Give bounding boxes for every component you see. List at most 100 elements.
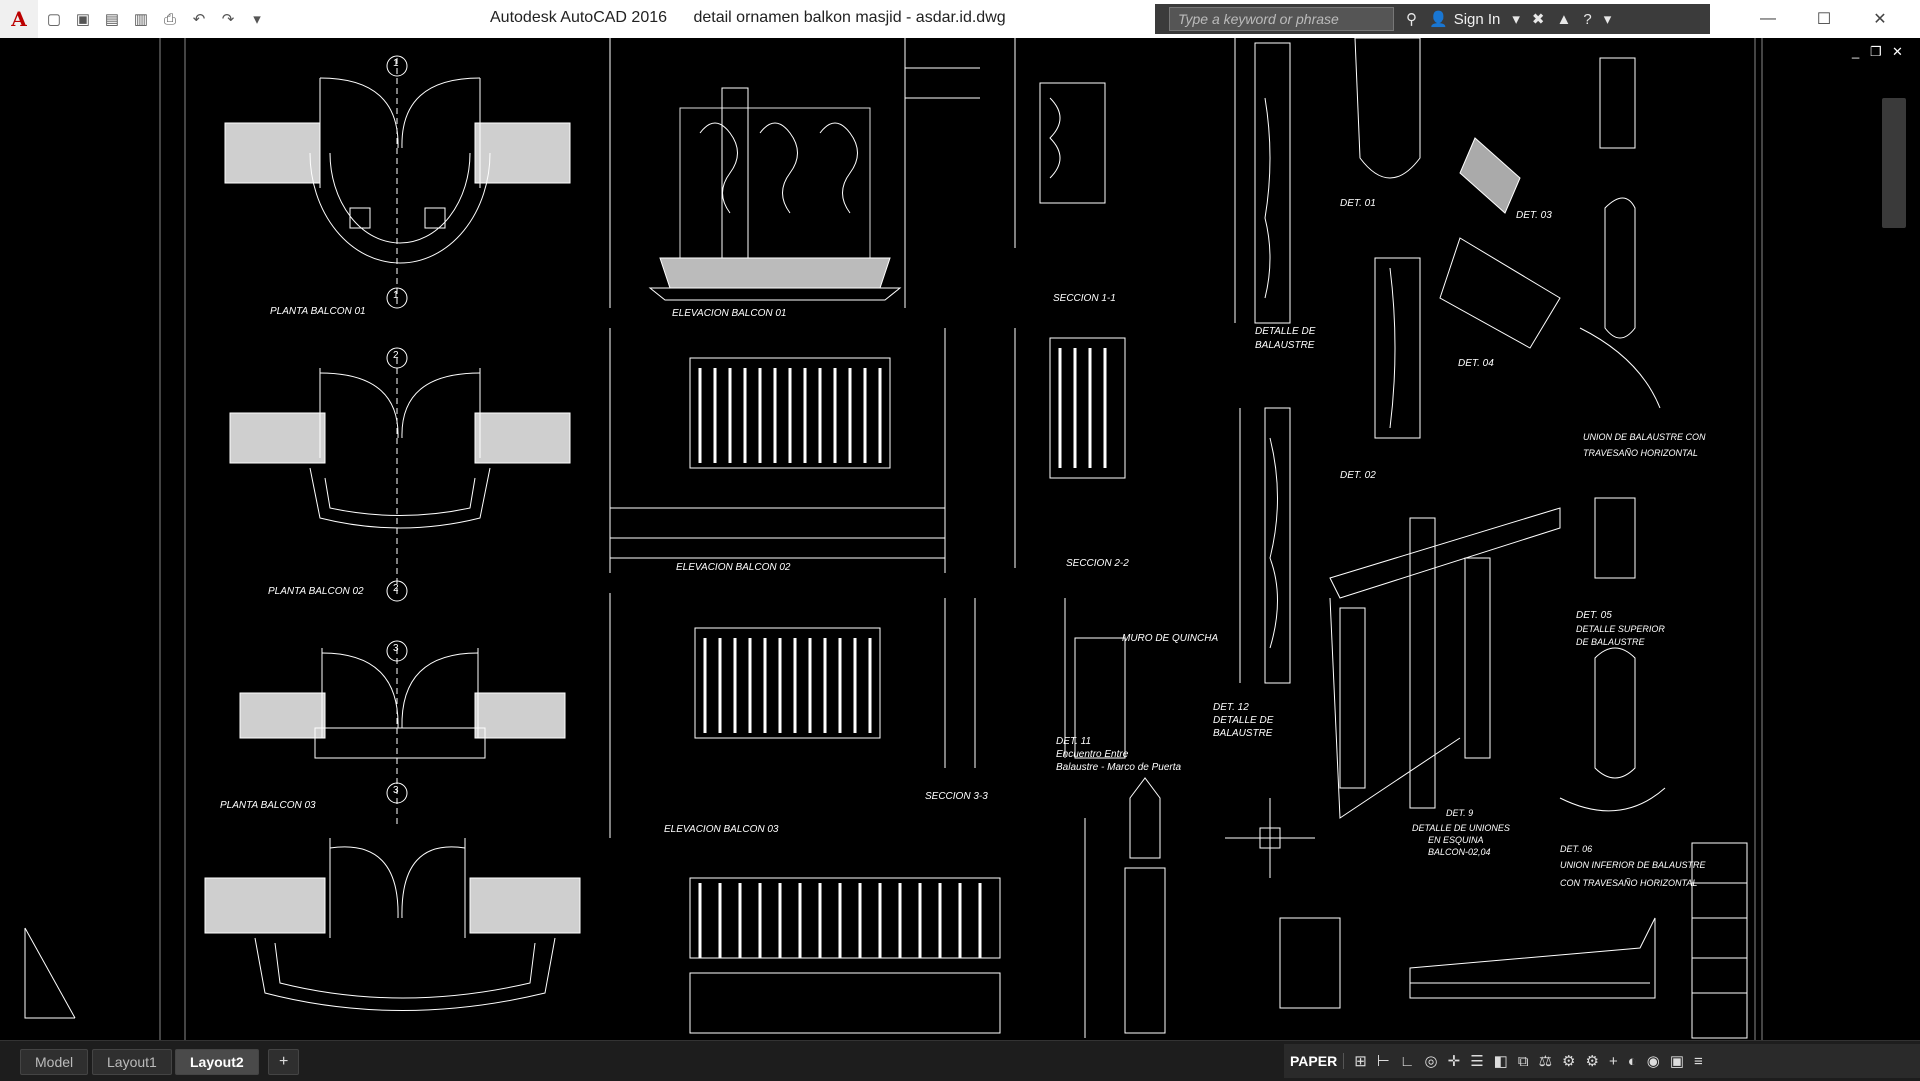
workspace-icon[interactable]: ⚙ <box>1562 1053 1576 1070</box>
label-det-06-c: CON TRAVESAÑO HORIZONTAL <box>1560 878 1698 888</box>
window-title: Autodesk AutoCAD 2016 detail ornamen bal… <box>490 9 1006 27</box>
tab-model[interactable]: Model <box>20 1049 89 1075</box>
title-block <box>1691 842 1748 1039</box>
drawing-canvas[interactable]: _ ❐ ✕ PLANTA BALCON 01 ELEVACION BALCON … <box>0 38 1920 1040</box>
app-menu-icon[interactable]: A <box>0 0 38 38</box>
binoculars-icon[interactable]: ⚲ <box>1406 11 1417 28</box>
save-icon[interactable]: ▤ <box>104 11 120 28</box>
detalle-balaustre-drawing <box>1234 38 1291 684</box>
elevacion-balcon-01-drawing <box>609 38 980 308</box>
planta-balcon-03-drawing <box>239 640 566 828</box>
add-icon[interactable]: + <box>1608 1052 1618 1070</box>
label-det-11-b: Encuentro Entre <box>1056 749 1129 760</box>
scrollbar-thumb[interactable] <box>1882 98 1906 228</box>
autodesk-a360-icon[interactable]: ▲ <box>1556 10 1572 28</box>
section-marker: 1 <box>393 290 399 301</box>
label-det-9-b: DETALLE DE UNIONES <box>1412 823 1510 833</box>
grid-icon[interactable]: ⊞ <box>1354 1053 1367 1070</box>
planta-balcon-04-drawing <box>204 838 581 1011</box>
title-bar: A ▢ ▣ ▤ ▥ ⎙ ↶ ↷ ▾ Autodesk AutoCAD 2016 … <box>0 0 1920 39</box>
status-bar: PAPER ⊞ ⊢ ∟ ◎ ✛ ☰ ◧ ⧉ ⚖ ⚙ ⚙ + ◐ ◉ ▣ ≡ <box>1284 1044 1920 1078</box>
tab-layout1[interactable]: Layout1 <box>92 1049 172 1075</box>
label-det-03: DET. 03 <box>1516 210 1552 221</box>
osnap-icon[interactable]: ✛ <box>1447 1053 1461 1070</box>
label-det-06: DET. 06 <box>1560 844 1593 854</box>
elevacion-balcon-04-drawing <box>689 877 1001 1034</box>
chevron-down-icon[interactable]: ▾ <box>1603 11 1612 28</box>
label-planta-02: PLANTA BALCON 02 <box>268 586 364 597</box>
section-marker: 2 <box>393 583 399 594</box>
label-det-06-b: UNION INFERIOR DE BALAUSTRE <box>1560 860 1706 870</box>
label-det-9-d: BALCON-02,04 <box>1428 847 1491 857</box>
vertical-scrollbar[interactable] <box>1878 68 1908 1040</box>
section-marker: 1 <box>393 58 399 69</box>
drawing-linework <box>24 38 1763 1040</box>
lineweight-icon[interactable]: ☰ <box>1470 1053 1484 1070</box>
plot-icon[interactable]: ⎙ <box>163 10 176 28</box>
undo-icon[interactable]: ↶ <box>192 11 206 28</box>
label-detalle-de: DETALLE DE <box>1255 326 1316 337</box>
paper-space-button[interactable]: PAPER <box>1284 1053 1345 1069</box>
chevron-down-icon[interactable]: ▾ <box>1512 11 1520 28</box>
label-elevacion-02: ELEVACION BALCON 02 <box>676 562 791 573</box>
label-det-9-c: EN ESQUINA <box>1428 835 1484 845</box>
add-layout-button[interactable]: + <box>268 1049 300 1075</box>
close-button[interactable]: ✕ <box>1873 11 1887 28</box>
label-det-02: DET. 02 <box>1340 470 1376 481</box>
label-det-04: DET. 04 <box>1458 358 1494 369</box>
isolate-icon[interactable]: ◐ <box>1627 1052 1637 1070</box>
label-det-05-b: DETALLE SUPERIOR <box>1576 624 1665 634</box>
redo-icon[interactable]: ↷ <box>221 11 235 28</box>
app-title: Autodesk AutoCAD 2016 <box>490 9 668 26</box>
label-seccion-11: SECCION 1-1 <box>1053 293 1116 304</box>
user-icon[interactable]: 👤 <box>1429 11 1448 28</box>
sign-in-button[interactable]: Sign In <box>1453 10 1501 28</box>
qat-menu-icon[interactable]: ▾ <box>253 11 261 28</box>
viewport-close-button[interactable]: ✕ <box>1892 44 1903 59</box>
label-det-11-c: Balaustre - Marco de Puerta <box>1056 762 1182 773</box>
label-det-12: DET. 12 <box>1213 702 1249 713</box>
customize-icon[interactable]: ≡ <box>1694 1052 1703 1070</box>
label-det-05-c: DE BALAUSTRE <box>1576 637 1645 647</box>
quick-access-toolbar: A ▢ ▣ ▤ ▥ ⎙ ↶ ↷ ▾ <box>0 0 270 38</box>
tab-layout2[interactable]: Layout2 <box>175 1049 259 1075</box>
maximize-button[interactable]: ☐ <box>1816 11 1832 28</box>
det-01-04-drawings <box>1354 38 1661 439</box>
label-det-12-b: DETALLE DE <box>1213 715 1274 726</box>
new-file-icon[interactable]: ▢ <box>46 11 62 28</box>
seccion-drawings <box>1014 38 1126 759</box>
ortho-icon[interactable]: ∟ <box>1399 1052 1415 1070</box>
label-det-11: DET. 11 <box>1056 736 1092 747</box>
label-planta-01: PLANTA BALCON 01 <box>270 306 366 317</box>
exchange-icon[interactable]: ✖ <box>1531 11 1545 28</box>
section-marker: 3 <box>393 643 399 654</box>
save-as-icon[interactable]: ▥ <box>133 11 149 28</box>
viewport-restore-button[interactable]: ❐ <box>1870 44 1882 59</box>
section-marker: 3 <box>393 785 399 796</box>
transparency-icon[interactable]: ◧ <box>1493 1053 1508 1070</box>
bottom-detail-drawings <box>1084 777 1656 1038</box>
viewport-minimize-button[interactable]: _ <box>1852 44 1860 59</box>
label-balaustre: BALAUSTRE <box>1255 340 1315 351</box>
gear-icon[interactable]: ⚙ <box>1585 1053 1599 1070</box>
section-marker: 2 <box>393 350 399 361</box>
annotation-scale-icon[interactable]: ⚖ <box>1538 1053 1553 1070</box>
hardware-accel-icon[interactable]: ◉ <box>1646 1053 1660 1070</box>
label-det-12-c: BALAUSTRE <box>1213 728 1273 739</box>
file-name: detail ornamen balkon masjid - asdar.id.… <box>693 9 1006 26</box>
snap-icon[interactable]: ⊢ <box>1376 1053 1390 1070</box>
elevacion-balcon-03-drawing <box>609 593 976 838</box>
planta-balcon-02-drawing <box>229 347 571 602</box>
label-union-1: UNION DE BALAUSTRE CON <box>1583 432 1706 442</box>
help-icon[interactable]: ? <box>1583 10 1592 28</box>
clean-screen-icon[interactable]: ▣ <box>1669 1053 1685 1070</box>
minimize-button[interactable]: — <box>1760 10 1776 27</box>
label-elevacion-03: ELEVACION BALCON 03 <box>664 824 779 835</box>
search-input[interactable]: Type a keyword or phrase <box>1169 7 1394 31</box>
label-muro-quincha: MURO DE QUINCHA <box>1122 633 1219 644</box>
open-icon[interactable]: ▣ <box>75 11 91 28</box>
selection-cycling-icon[interactable]: ⧉ <box>1517 1052 1529 1070</box>
label-seccion-33: SECCION 3-3 <box>925 791 988 802</box>
det-9-05-06-drawings <box>1329 497 1666 819</box>
polar-icon[interactable]: ◎ <box>1424 1053 1438 1070</box>
